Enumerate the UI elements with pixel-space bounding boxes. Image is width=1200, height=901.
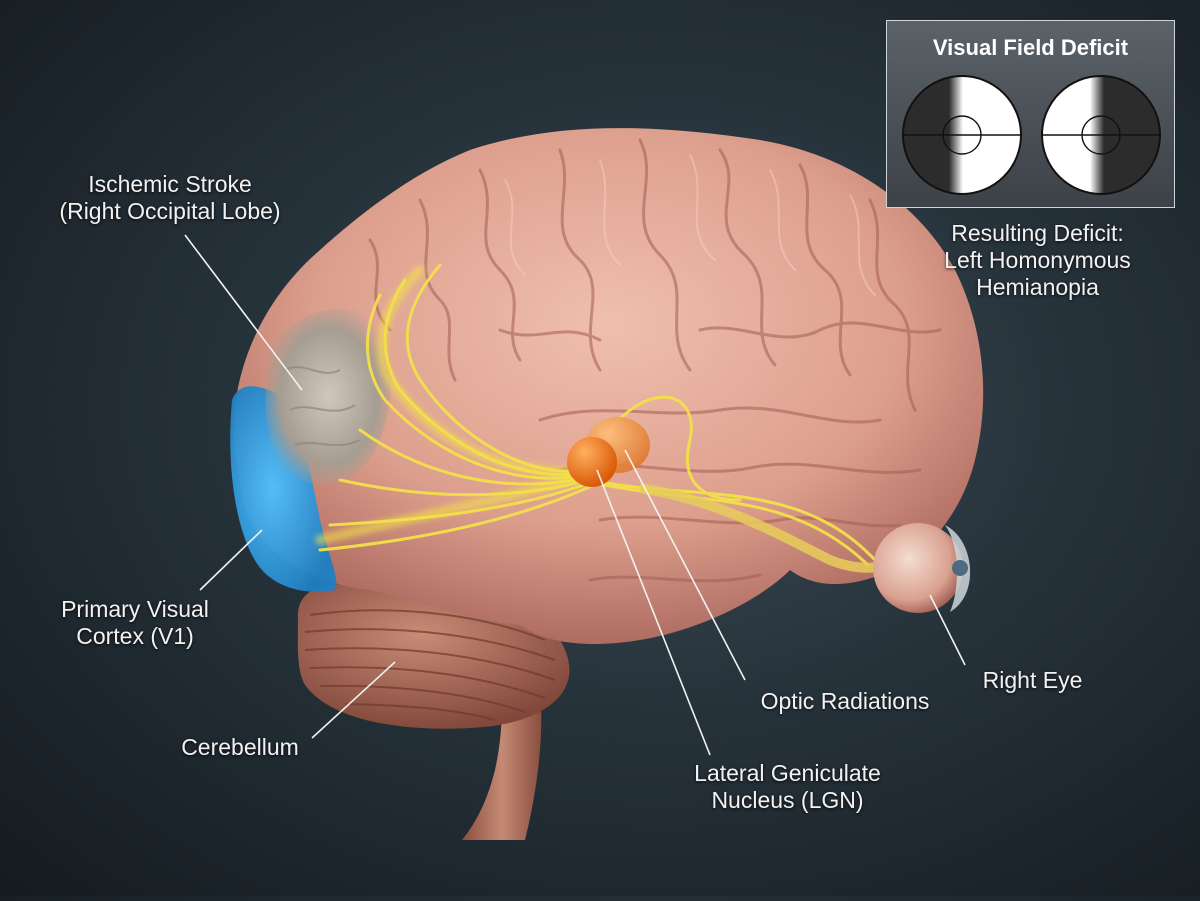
label-optic-radiations: Optic Radiations [735,688,955,715]
label-line: Optic Radiations [760,688,930,714]
label-line: Resulting Deficit: [951,220,1124,246]
right-eye-globe [873,523,971,613]
label-resulting-deficit: Resulting Deficit: Left Homonymous Hemia… [915,220,1160,301]
lgn-nucleus [567,437,617,487]
label-line: Nucleus (LGN) [711,787,864,813]
optic-radiations-fibers [315,263,877,567]
label-line: Lateral Geniculate [694,760,881,786]
label-cerebellum: Cerebellum [165,734,315,761]
label-line: Primary Visual [61,596,209,622]
label-lgn: Lateral Geniculate Nucleus (LGN) [665,760,910,814]
primary-visual-cortex-region [230,386,337,592]
label-primary-visual-cortex: Primary Visual Cortex (V1) [45,596,225,650]
visual-field-diagram [902,75,1161,195]
leader-lines [184,234,966,756]
label-line: (Right Occipital Lobe) [59,198,281,224]
label-line: Left Homonymous [944,247,1131,273]
label-ischemic-stroke: Ischemic Stroke (Right Occipital Lobe) [40,171,300,225]
visual-field-panel: Visual Field Deficit [886,20,1175,208]
stroke-region [265,308,392,484]
optic-nerve [639,483,887,573]
label-line: Cortex (V1) [76,623,194,649]
label-right-eye: Right Eye [960,667,1105,694]
label-line: Ischemic Stroke [88,171,252,197]
label-line: Hemianopia [976,274,1099,300]
label-line: Cerebellum [181,734,299,760]
label-line: Right Eye [982,667,1083,693]
visual-field-title: Visual Field Deficit [932,35,1129,60]
